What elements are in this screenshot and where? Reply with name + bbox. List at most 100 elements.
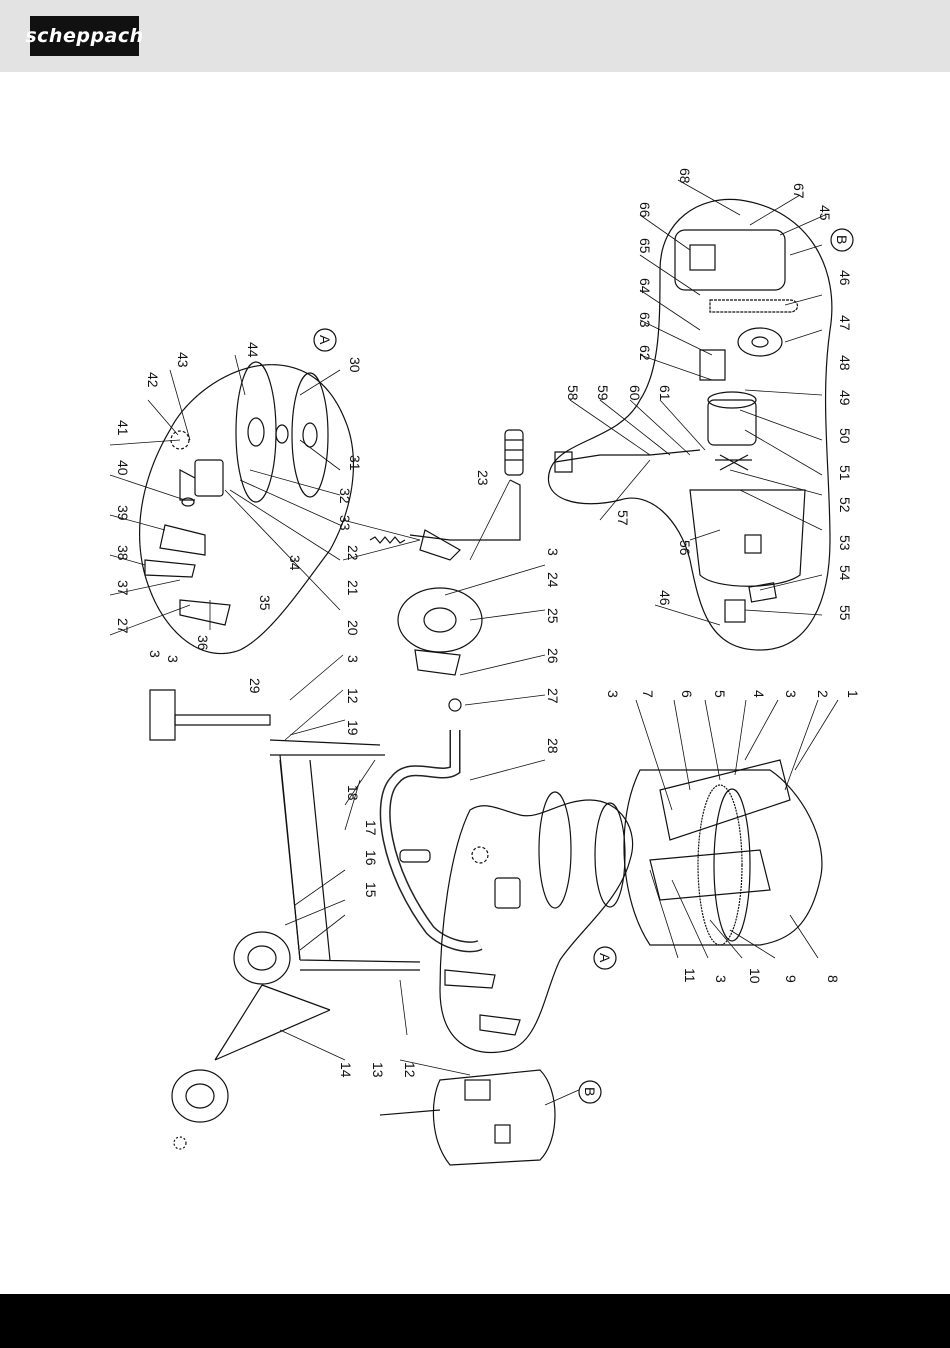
shaft-lower [400,850,430,862]
housing-56 [690,490,805,586]
callout-56: 56 [677,540,693,556]
callout-21: 21 [345,580,361,596]
callout-7: 7 [640,690,656,698]
arm-28 [385,730,480,947]
callout-68: 68 [677,168,693,184]
wheel-lower [172,1070,228,1122]
callout-38: 38 [115,545,131,561]
callout-61: 61 [657,385,673,401]
pulley-48 [738,328,782,356]
callout-19: 19 [345,720,361,736]
wheel-upper [234,932,290,984]
callout-24: 24 [545,572,561,588]
callout-47: 47 [837,315,853,331]
fan-52 [715,455,752,470]
callout-66: 66 [637,202,653,218]
callout-6: 6 [679,690,695,698]
disk-30 [292,373,328,497]
callout-25: 25 [545,608,561,624]
callout-41: 41 [115,420,131,436]
callout-46-b: 46 [657,590,673,606]
flange-24 [398,588,482,652]
group-a-label-top: A [317,335,333,345]
callout-52: 52 [837,497,853,513]
brand-logo: scheppach [30,16,139,56]
group-b-label-top: B [834,235,850,244]
callout-50: 50 [837,428,853,444]
callout-29: 29 [247,678,263,694]
callout-58: 58 [565,385,581,401]
callout-59: 59 [595,385,611,401]
callout-34: 34 [287,555,303,571]
callout-27-a: 27 [545,688,561,704]
callout-28: 28 [545,738,561,754]
exploded-parts-diagram: 1 2 3 4 5 6 7 3 8 9 10 3 11 12 13 14 15 … [0,72,950,1294]
bracket-25 [415,650,460,675]
callout-12-a: 12 [402,1062,418,1078]
callout-48: 48 [837,355,853,371]
logo-text: scheppach [25,25,143,47]
callout-44: 44 [245,342,261,358]
callout-67: 67 [791,183,807,199]
callout-54: 54 [837,565,853,581]
callout-51: 51 [837,465,853,481]
callout-5: 5 [712,690,728,698]
stand-post-29 [150,690,175,740]
callout-20: 20 [345,620,361,636]
callout-63: 63 [637,312,653,328]
callout-18: 18 [345,785,361,801]
callout-53: 53 [837,535,853,551]
callout-64: 64 [637,278,653,294]
callout-4: 4 [751,690,767,698]
callout-46-a: 46 [837,270,853,286]
bracket-36 [180,600,230,625]
callout-27-b: 27 [115,618,131,634]
callout-3-d: 3 [345,655,361,663]
group-b-label-bottom: B [582,1087,598,1096]
callout-39: 39 [115,505,131,521]
callout-3-e: 3 [165,655,181,663]
callout-15: 15 [363,882,379,898]
motor-51 [708,400,756,445]
callout-42: 42 [145,372,161,388]
callout-49: 49 [837,390,853,406]
page-footer [0,1294,950,1348]
callout-3: 3 [783,690,799,698]
belt-47 [710,300,798,312]
callout-22: 22 [345,545,361,561]
control-box-lower [433,1070,555,1165]
axle-frame [215,985,330,1060]
callout-45: 45 [817,205,833,221]
callout-12-b: 12 [345,688,361,704]
callout-2: 2 [815,690,831,698]
callout-10: 10 [747,968,763,984]
cover-66 [675,230,785,290]
callout-60: 60 [627,385,643,401]
callout-55: 55 [837,605,853,621]
gearbox-41 [195,460,223,496]
callout-14: 14 [338,1062,354,1078]
callout-3-b: 3 [605,690,621,698]
callout-31: 31 [347,455,363,471]
group-a-outline-top [140,365,354,654]
cable-58 [555,450,700,462]
callout-3-f: 3 [545,548,561,556]
callout-40: 40 [115,460,131,476]
page-header: scheppach [0,0,950,72]
callout-13: 13 [370,1062,386,1078]
group-a-outline-bottom [440,800,633,1053]
callout-35: 35 [257,595,273,611]
callout-23: 23 [475,470,491,486]
spring-22 [370,537,405,543]
callout-32: 32 [337,488,353,504]
callout-1: 1 [845,690,861,698]
grip-23 [505,430,523,475]
callout-33: 33 [337,515,353,531]
callout-37: 37 [115,580,131,596]
callout-26: 26 [545,648,561,664]
group-a-label-bottom: A [597,953,613,963]
bracket-39 [160,525,205,555]
bracket-38 [145,560,195,577]
switch-55 [725,600,745,622]
callout-30: 30 [347,357,363,373]
